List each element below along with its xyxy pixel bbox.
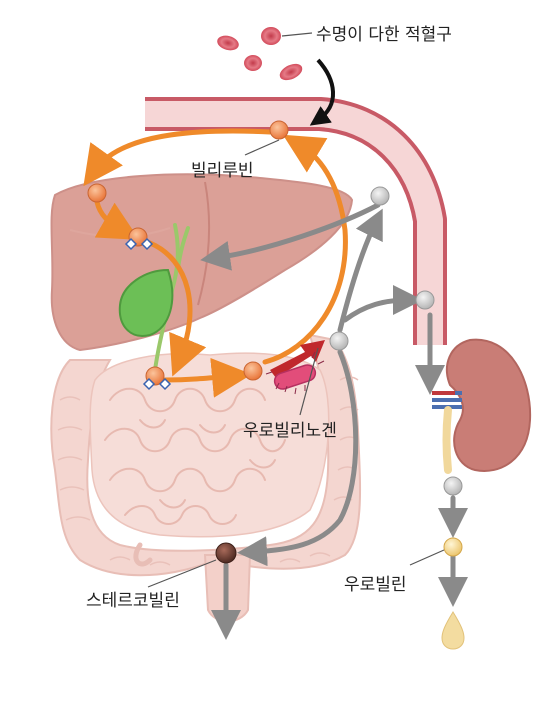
bilirubin-label: 빌리루빈 — [191, 161, 254, 181]
red-blood-cell-icon — [217, 27, 303, 81]
stercobilin-particle — [215, 542, 237, 564]
urobilinogen-particles — [329, 186, 463, 496]
rbc-breakdown-arrow — [309, 58, 335, 126]
bilirubin-flow-arrows — [83, 128, 348, 398]
urobilin-label: 우로빌린 — [344, 575, 407, 595]
expired-rbc-label: 수명이 다한 적혈구 — [316, 25, 452, 45]
small-intestine — [89, 352, 330, 538]
stercobilin-label: 스테르코빌린 — [86, 591, 180, 611]
large-intestine — [50, 333, 362, 623]
bilirubin-particles — [87, 120, 289, 386]
urobilinogen-label: 우로빌리노겐 — [243, 421, 337, 441]
urobilinogen-formation-arrow — [270, 340, 325, 378]
urine-drop-icon — [441, 611, 465, 650]
kidney — [432, 338, 532, 474]
grey-flow-arrows — [200, 202, 468, 640]
gallbladder — [118, 268, 174, 337]
bacterium-icon — [265, 351, 325, 395]
conjugate-icon — [124, 237, 172, 391]
urobilin-particle — [443, 537, 463, 557]
